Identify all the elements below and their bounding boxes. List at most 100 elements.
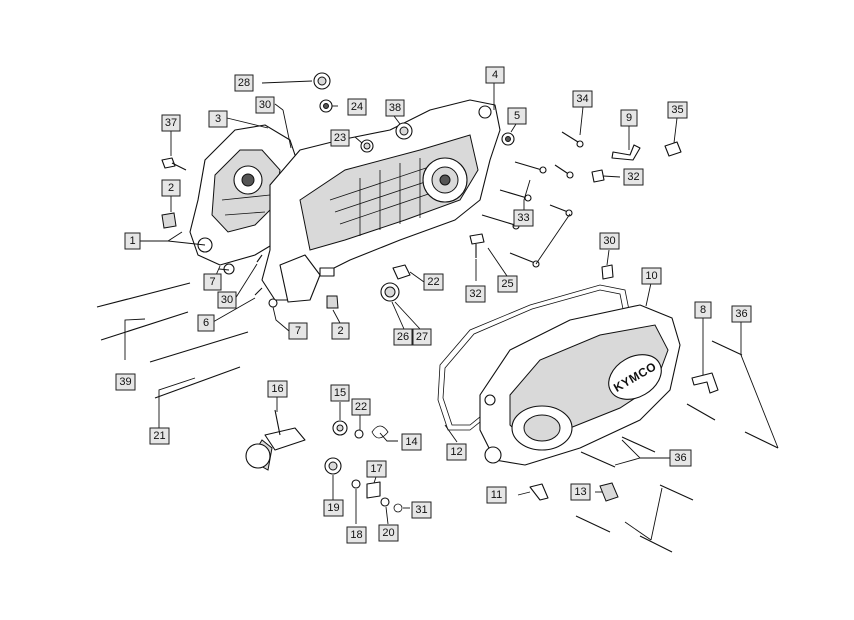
breather-24 [392,264,411,280]
clip-11 [529,483,549,501]
svg-text:25: 25 [501,278,513,290]
svg-text:23: 23 [334,132,346,144]
svg-text:22: 22 [355,401,367,413]
svg-text:39: 39 [119,376,131,388]
callout-9: 9 [620,109,638,127]
svg-text:5: 5 [514,110,520,122]
callout-14: 14 [401,433,422,451]
callout-3: 3 [208,110,228,128]
callout-35: 35 [667,101,688,119]
bearing-29 [313,72,331,90]
bearing-25 [360,139,374,153]
dowel-30-right [601,264,614,280]
callout-32-right: 32 [623,168,644,186]
callout-25: 23 [330,129,350,147]
svg-text:12: 12 [450,446,462,458]
callout-27: 26 [393,328,413,346]
callout-19: 19 [323,499,344,517]
svg-text:35: 35 [671,104,683,116]
callout-18: 18 [346,526,367,544]
bolt-34 [561,131,584,148]
svg-text:38: 38 [389,102,401,114]
washer-22 [380,497,390,507]
bearing-19 [324,457,342,475]
callout-32-lower: 32 [465,285,486,303]
svg-text:37: 37 [165,117,177,129]
svg-text:3: 3 [215,113,221,125]
leader-lines [124,80,779,541]
svg-text:7: 7 [295,325,301,337]
stud-bolts-20 [149,331,249,399]
callout-17: 17 [366,460,387,478]
left-crankcase-half [189,124,301,266]
callout-29: 28 [234,74,254,92]
transmission-cover-10: KYMCO [479,304,681,466]
callout-21: 22 [351,398,371,416]
gear-15 [332,420,348,436]
svg-text:1: 1 [129,235,135,247]
bearing-38 [395,122,413,140]
cover-bolts-36 [575,340,779,553]
callout-12: 13 [570,483,591,501]
clamp-9 [611,144,641,161]
kick-start-spindle-16 [245,409,306,471]
callout-4: 4 [485,66,505,84]
svg-text:31: 31 [415,504,427,516]
callout-33: 33 [513,209,534,227]
svg-text:19: 19 [327,502,339,514]
svg-text:33: 33 [517,212,529,224]
svg-text:28: 28 [238,77,250,89]
svg-text:30: 30 [259,99,271,111]
oil-seal-26 [319,99,333,113]
svg-text:2: 2 [337,325,343,337]
svg-text:2: 2 [168,182,174,194]
callout-7-lower: 7 [288,322,308,340]
callout-2-upper: 2 [161,179,181,197]
svg-text:6: 6 [203,317,209,329]
dowel-2-upper [161,212,177,229]
callout-1: 1 [124,232,141,250]
callout-11: 11 [486,486,507,504]
svg-text:30: 30 [221,294,233,306]
callout-30-top: 30 [255,96,275,114]
callout-34: 34 [572,90,593,108]
callout-23: 25 [497,275,518,293]
svg-text:13: 13 [574,486,586,498]
washer-21 [354,429,364,439]
svg-text:22: 22 [427,276,439,288]
svg-text:4: 4 [492,69,498,81]
callout-13: 12 [446,443,467,461]
nut-7-upper [223,263,235,275]
svg-text:10: 10 [645,270,657,282]
svg-text:26: 26 [397,331,409,343]
callout-28: 27 [412,328,432,346]
callout-36-top: 36 [731,305,752,323]
svg-text:11: 11 [491,489,502,501]
svg-text:17: 17 [370,463,382,475]
callout-16: 16 [267,380,288,398]
svg-text:7: 7 [209,276,215,288]
callout-37: 37 [161,114,181,132]
clamp-12 [599,482,619,502]
svg-text:21: 21 [153,430,165,442]
callout-26: 24 [347,98,367,116]
svg-text:15: 15 [334,387,346,399]
callout-31: 31 [411,501,432,519]
circlip-31 [393,503,403,513]
callout-8: 8 [694,301,712,319]
svg-text:32: 32 [469,288,481,300]
svg-text:32: 32 [627,171,639,183]
bracket-8 [691,372,719,394]
callout-10: 10 [641,267,662,285]
screw-32-right [591,169,605,183]
pin-30-left [254,254,263,296]
callout-38: 38 [385,99,405,117]
washer-18 [351,479,361,489]
svg-text:9: 9 [626,112,632,124]
plug-5 [501,132,515,146]
callout-6: 6 [197,314,215,332]
screw-35 [664,141,682,157]
callout-20: 21 [149,427,170,445]
spring-14 [371,425,389,439]
dowel-2-lower [326,295,339,309]
